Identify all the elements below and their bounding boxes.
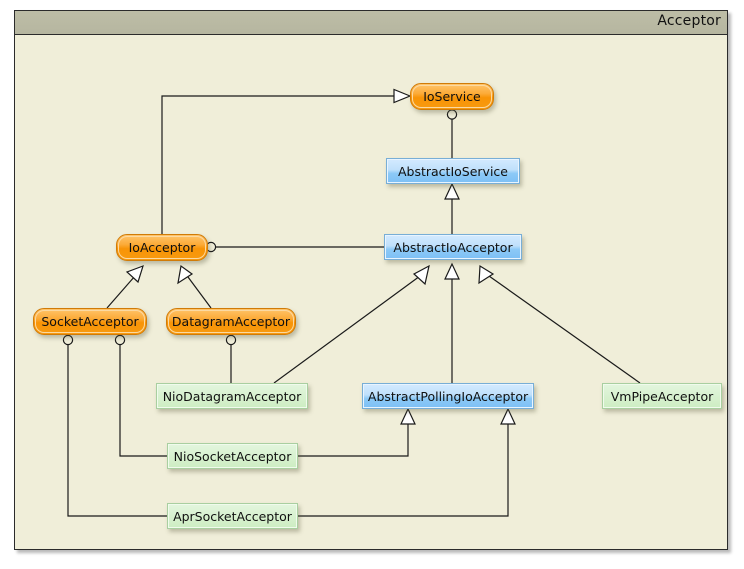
node-label-abstractpollingioacceptor: AbstractPollingIoAcceptor: [367, 388, 529, 404]
arrowhead-abstractpollingioacceptor-to-abstractioacceptor: [444, 262, 460, 280]
arrowhead-aprsocketacceptor-to-abstractpollingioacceptor: [500, 407, 516, 425]
node-abstractioacceptor[interactable]: AbstractIoAcceptor: [384, 234, 522, 260]
arrowhead-abstractioacceptor-to-abstractioservice: [444, 182, 460, 200]
node-label-niodatagramacceptor: NioDatagramAcceptor: [162, 388, 302, 404]
node-datagramacceptor[interactable]: DatagramAcceptor: [166, 308, 296, 335]
node-abstractpollingioacceptor[interactable]: AbstractPollingIoAcceptor: [362, 383, 534, 409]
node-label-abstractioacceptor: AbstractIoAcceptor: [393, 239, 513, 255]
arrowhead-niosocketacceptor-to-abstractpollingioacceptor: [400, 407, 416, 425]
node-abstractioservice[interactable]: AbstractIoService: [386, 158, 520, 184]
socket-ball-socketacceptor-right: [114, 334, 126, 346]
node-label-aprsocketacceptor: AprSocketAcceptor: [173, 508, 292, 524]
edge-niodatagramacceptor-to-abstractioacceptor: [273, 275, 421, 384]
node-label-socketacceptor: SocketAcceptor: [41, 314, 139, 329]
edge-niosocketacceptor-to-abstractpollingioacceptor: [298, 421, 409, 457]
node-niosocketacceptor[interactable]: NioSocketAcceptor: [167, 443, 298, 469]
socket-ball-socketacceptor-left: [62, 334, 74, 346]
node-label-vmpipeacceptor: VmPipeAcceptor: [610, 388, 714, 404]
window-titlebar: Acceptor: [15, 11, 727, 35]
arrowhead-niodatagramacceptor-to-abstractioacceptor: [412, 264, 430, 286]
node-socketacceptor[interactable]: SocketAcceptor: [33, 308, 147, 335]
edge-niosocketacceptor-to-socketacceptor: [119, 344, 167, 457]
node-label-ioservice: IoService: [423, 89, 481, 104]
diagram-canvas[interactable]: IoService AbstractIoService IoAcceptor A…: [15, 36, 727, 550]
node-ioservice[interactable]: IoService: [410, 83, 494, 110]
arrowhead-ioacceptor-to-ioservice: [393, 88, 412, 104]
arrowhead-vmpipeacceptor-to-abstractioacceptor: [478, 264, 495, 285]
node-label-niosocketacceptor: NioSocketAcceptor: [173, 448, 292, 464]
node-label-abstractioservice: AbstractIoService: [397, 163, 508, 179]
edge-aprsocketacceptor-to-socketacceptor: [67, 344, 167, 517]
node-vmpipeacceptor[interactable]: VmPipeAcceptor: [602, 383, 722, 409]
edge-socketacceptor-to-ioacceptor: [106, 275, 136, 309]
edge-datagramacceptor-to-ioacceptor: [187, 276, 212, 309]
node-aprsocketacceptor[interactable]: AprSocketAcceptor: [167, 503, 298, 529]
node-ioacceptor[interactable]: IoAcceptor: [116, 234, 208, 261]
edge-layer: [62, 88, 641, 517]
edge-vmpipeacceptor-to-abstractioacceptor: [488, 275, 641, 384]
edge-ioacceptor-to-ioservice: [161, 95, 400, 234]
node-niodatagramacceptor[interactable]: NioDatagramAcceptor: [156, 383, 308, 409]
arrowhead-datagramacceptor-to-ioacceptor: [177, 264, 194, 285]
window-title: Acceptor: [657, 13, 721, 29]
arrowhead-socketacceptor-to-ioacceptor: [125, 265, 144, 284]
diagram-window: Acceptor: [14, 10, 728, 550]
edge-aprsocketacceptor-to-abstractpollingioacceptor: [298, 421, 509, 517]
node-label-ioacceptor: IoAcceptor: [128, 240, 196, 255]
node-label-datagramacceptor: DatagramAcceptor: [171, 314, 291, 329]
socket-ball-datagramacceptor: [225, 334, 237, 346]
socket-ball-ioservice: [446, 109, 458, 120]
